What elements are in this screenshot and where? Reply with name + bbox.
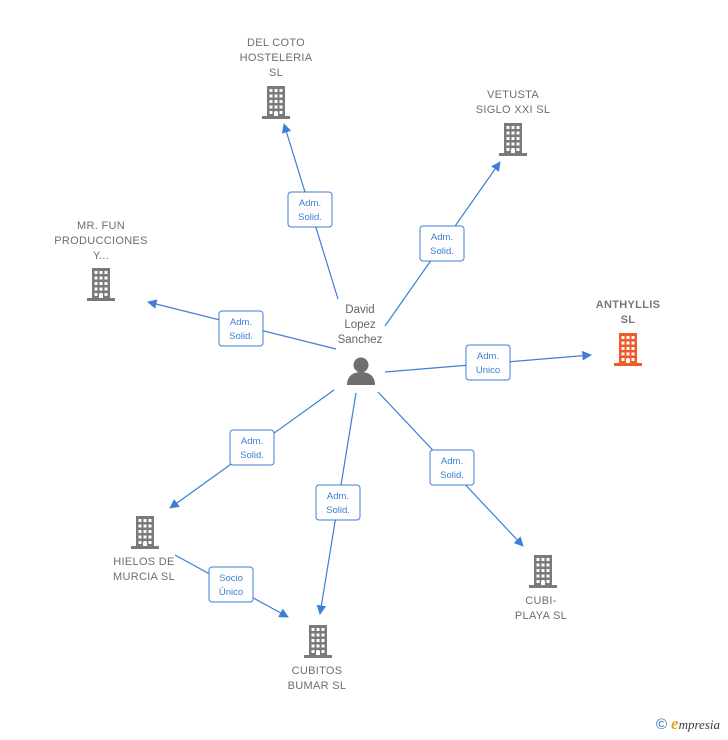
company-node-cubitos[interactable]: CUBITOS BUMAR SL xyxy=(288,625,347,692)
company-label-line2: PLAYA SL xyxy=(515,610,567,622)
company-label-line1: DEL COTO xyxy=(247,37,305,49)
edge-label-line2: Solid. xyxy=(430,246,454,257)
company-label-line1: ANTHYLLIS xyxy=(596,299,660,311)
edge-labels: Adm. Solid. Adm. Solid. Adm. Solid. Adm.… xyxy=(208,191,511,603)
edge-label-mrfun[interactable]: Adm. Solid. xyxy=(218,310,264,347)
edges xyxy=(147,123,592,618)
company-label-line1: VETUSTA xyxy=(487,89,539,101)
edge-label-line2: Solid. xyxy=(240,450,264,461)
building-icon xyxy=(304,625,332,658)
company-label-line2: SL xyxy=(621,314,636,326)
company-node-cubiplaya[interactable]: CUBI- PLAYA SL xyxy=(515,555,567,622)
company-node-anthyllis[interactable]: ANTHYLLIS SL xyxy=(596,299,660,366)
person-name-first: David xyxy=(345,304,374,316)
edge-label-cubiplaya[interactable]: Adm. Solid. xyxy=(429,449,475,486)
brand-initial: e xyxy=(671,714,679,733)
edge-label-line1: Adm. xyxy=(241,436,263,447)
company-label-line2: MURCIA SL xyxy=(113,571,175,583)
company-label-line2: HOSTELERIA xyxy=(240,52,313,64)
building-icon xyxy=(262,86,290,119)
edge-label-line2: Unico xyxy=(476,365,500,376)
company-label-line2: SIGLO XXI SL xyxy=(476,104,551,116)
company-node-mrfun[interactable]: MR. FUN PRODUCCIONES Y... xyxy=(54,220,147,301)
company-label-line2: PRODUCCIONES xyxy=(54,235,147,247)
building-icon xyxy=(87,268,115,301)
edge-label-line1: Adm. xyxy=(230,317,252,328)
edge-label-line1: Adm. xyxy=(327,491,349,502)
person-name-middle: Lopez xyxy=(344,319,376,331)
building-icon xyxy=(614,333,642,366)
edge-label-line1: Adm. xyxy=(299,198,321,209)
edge-label-vetusta[interactable]: Adm. Solid. xyxy=(419,225,465,262)
building-icon xyxy=(131,516,159,549)
edge-label-line1: Socio xyxy=(219,573,243,584)
edge-label-line2: Solid. xyxy=(440,470,464,481)
person-name-last: Sanchez xyxy=(338,334,383,346)
company-label-line1: HIELOS DE xyxy=(113,556,174,568)
company-label-line2: BUMAR SL xyxy=(288,680,347,692)
edge-label-line2: Solid. xyxy=(298,212,322,223)
edge-label-hielos[interactable]: Adm. Solid. xyxy=(229,429,275,466)
company-node-hielos[interactable]: HIELOS DE MURCIA SL xyxy=(113,516,175,583)
edge-label-hielos-cubitos[interactable]: Socio Único xyxy=(208,566,254,603)
person-icon xyxy=(347,357,375,385)
edge-label-line1: Adm. xyxy=(477,351,499,362)
company-label-line3: Y... xyxy=(93,250,109,262)
edge-label-anthyllis[interactable]: Adm. Unico xyxy=(465,344,511,381)
edge-label-line1: Adm. xyxy=(441,456,463,467)
brand-logo: empresia xyxy=(671,714,720,734)
edge-label-line2: Solid. xyxy=(229,331,253,342)
building-icon xyxy=(529,555,557,588)
company-node-delcoto[interactable]: DEL COTO HOSTELERIA SL xyxy=(240,37,313,119)
company-node-vetusta[interactable]: VETUSTA SIGLO XXI SL xyxy=(476,89,551,156)
edge-label-line1: Adm. xyxy=(431,232,453,243)
edge-label-line2: Solid. xyxy=(326,505,350,516)
edge-label-line2: Único xyxy=(219,587,243,598)
company-label-line1: MR. FUN xyxy=(77,220,125,232)
company-label-line1: CUBITOS xyxy=(292,665,343,677)
edge-label-delcoto[interactable]: Adm. Solid. xyxy=(287,191,333,228)
company-label-line1: CUBI- xyxy=(525,595,556,607)
company-label-line3: SL xyxy=(269,67,283,79)
brand-name-rest: mpresia xyxy=(678,717,720,732)
person-node[interactable]: David Lopez Sanchez xyxy=(338,304,383,385)
copyright-brand: © empresia xyxy=(656,714,720,734)
edge-label-cubitos[interactable]: Adm. Solid. xyxy=(315,484,361,521)
copyright-icon: © xyxy=(655,715,668,733)
building-icon xyxy=(499,123,527,156)
